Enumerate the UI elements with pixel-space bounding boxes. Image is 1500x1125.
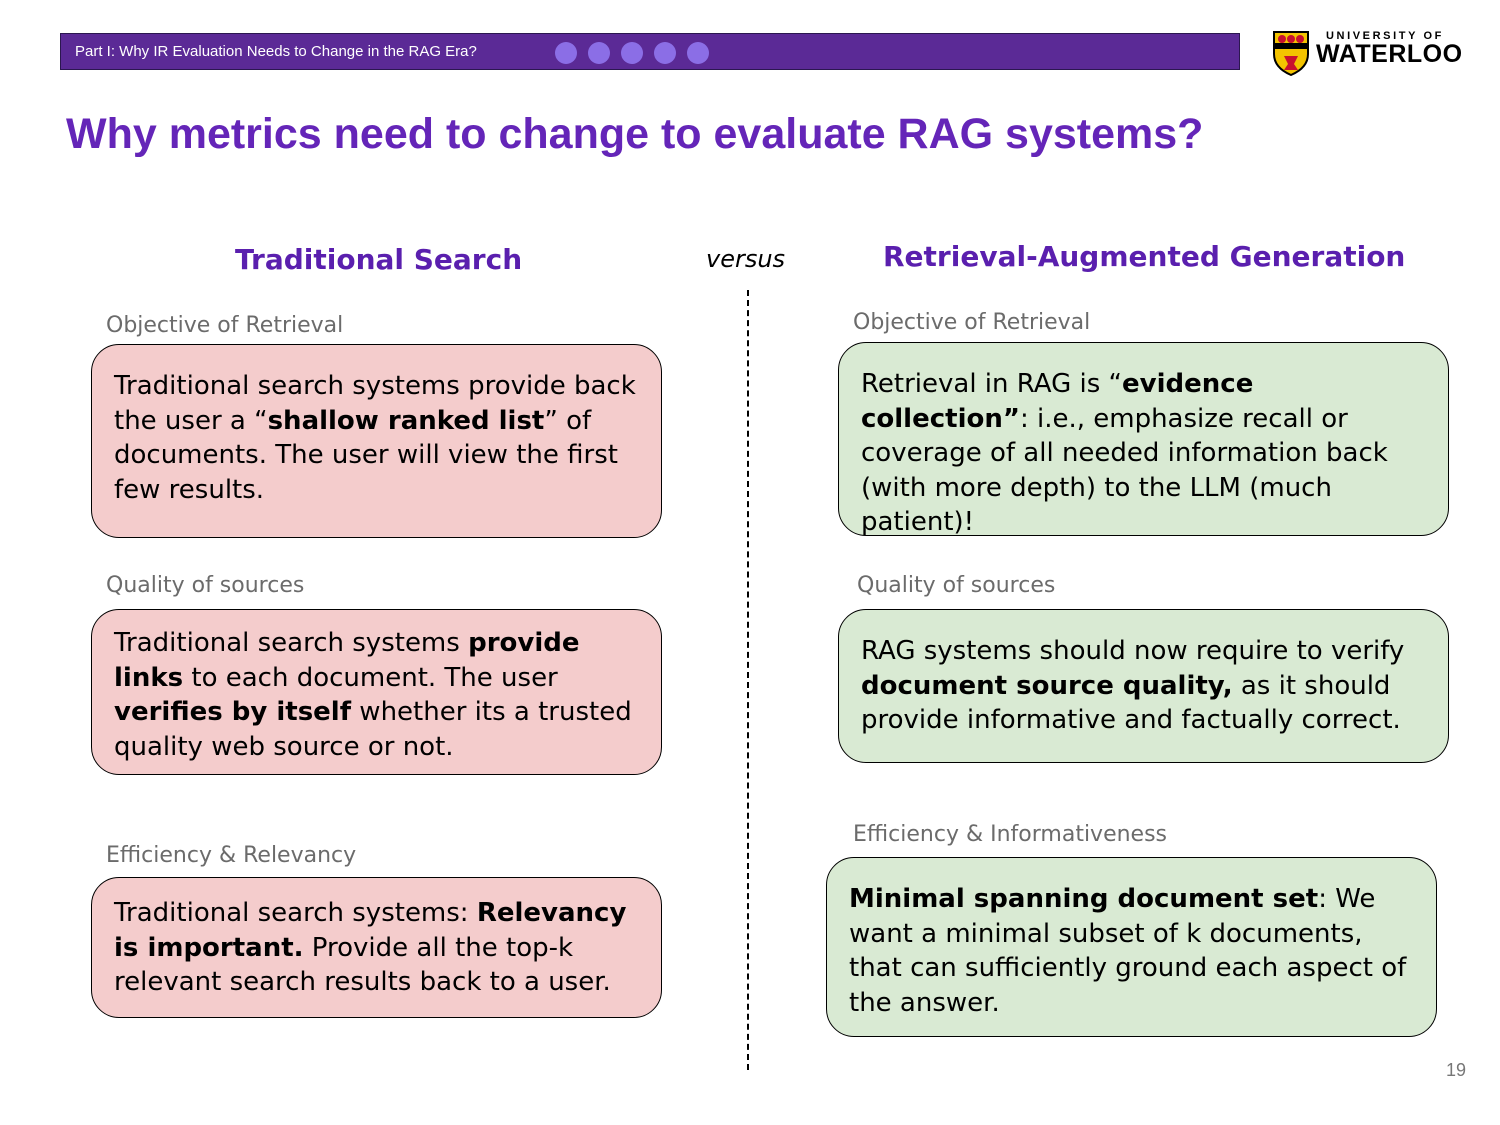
progress-dot — [555, 42, 577, 64]
right-label-quality: Quality of sources — [857, 573, 1056, 598]
progress-dot — [588, 42, 610, 64]
left-label-efficiency: Efficiency & Relevancy — [106, 843, 357, 868]
column-divider — [747, 290, 749, 1070]
right-label-efficiency: Efficiency & Informativeness — [853, 822, 1168, 847]
card-text: RAG systems should now require to verify — [861, 636, 1405, 666]
section-header-bar: Part I: Why IR Evaluation Needs to Chang… — [60, 33, 1240, 70]
right-card-objective: Retrieval in RAG is “evidence collection… — [838, 342, 1449, 538]
left-card-objective: Traditional search systems provide back … — [91, 344, 662, 538]
progress-dot — [687, 42, 709, 64]
university-logo: UNIVERSITY OF WATERLOO — [1272, 30, 1467, 78]
card-text: whether its a trusted quality web source… — [114, 697, 632, 762]
emphasized-text: provide links — [114, 628, 580, 693]
card-text: as it should provide informative and fac… — [861, 670, 1401, 736]
card-text: ” of documents. The user will view the f… — [114, 405, 618, 505]
logo-line1: UNIVERSITY OF — [1326, 30, 1444, 42]
emphasized-text: Minimal spanning document set — [849, 884, 1319, 914]
right-card-quality: RAG systems should now require to verify… — [838, 609, 1449, 763]
crest-icon — [1273, 31, 1309, 76]
rag-heading: Retrieval-Augmented Generation — [883, 240, 1406, 273]
left-card-quality: Traditional search systems provide links… — [91, 609, 662, 775]
card-text: Retrieval in RAG is “ — [861, 369, 1123, 399]
right-label-objective: Objective of Retrieval — [853, 310, 1091, 335]
progress-dot — [621, 42, 643, 64]
section-title: Part I: Why IR Evaluation Needs to Chang… — [75, 43, 477, 60]
card-text: to each document. The user — [183, 662, 558, 693]
emphasized-text: shallow ranked list — [267, 405, 545, 436]
left-label-objective: Objective of Retrieval — [106, 313, 344, 338]
progress-dot — [654, 42, 676, 64]
emphasized-text: evidence collection” — [861, 369, 1254, 434]
card-text: : i.e., emphasize recall or coverage of … — [861, 403, 1388, 538]
emphasized-text: Relevancy is important. — [114, 898, 627, 963]
page-number: 19 — [1446, 1060, 1467, 1080]
versus-label: versus — [706, 245, 786, 273]
page-title: Why metrics need to change to evaluate R… — [66, 110, 1204, 158]
traditional-search-heading: Traditional Search — [235, 243, 523, 276]
logo-line2: WATERLOO — [1316, 40, 1463, 68]
card-text: Traditional search systems — [114, 628, 469, 658]
card-text: Traditional search systems provide back … — [114, 371, 636, 436]
left-card-efficiency: Traditional search systems: Relevancy is… — [91, 877, 662, 1018]
progress-dots — [555, 42, 709, 64]
card-text: : We want a minimal subset of k document… — [849, 884, 1407, 1018]
emphasized-text: document source quality, — [861, 670, 1233, 701]
card-text: Provide all the top-k relevant search re… — [114, 932, 611, 998]
right-card-efficiency: Minimal spanning document set: We want a… — [826, 857, 1437, 1037]
emphasized-text: verifies by itself — [114, 697, 352, 727]
card-text: Traditional search systems: — [114, 898, 477, 928]
left-label-quality: Quality of sources — [106, 573, 305, 598]
